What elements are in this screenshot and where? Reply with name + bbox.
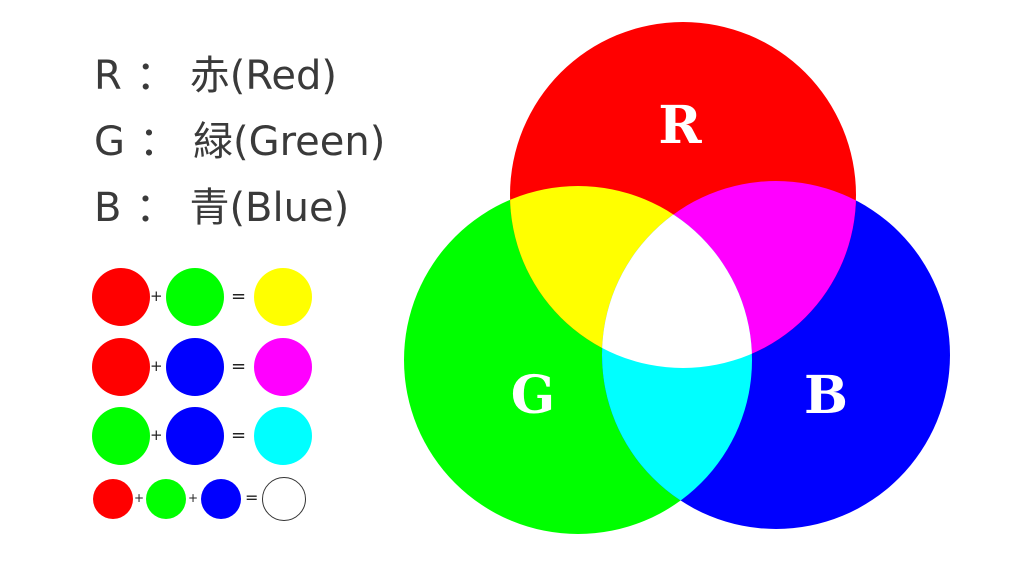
legend-line-red: R ： 赤(Red)	[94, 56, 337, 96]
equals-sign: =	[231, 356, 247, 377]
legend-key-b: B	[94, 185, 122, 231]
legend-colon: ：	[135, 53, 176, 99]
legend-desc-blue: 青(Blue)	[189, 185, 350, 231]
plus-sign: +	[150, 426, 163, 444]
venn-label-g: G	[511, 365, 555, 426]
color-dot-cyan	[254, 407, 312, 465]
legend-colon: ：	[135, 185, 176, 231]
color-dot-green	[146, 479, 186, 519]
legend-key-r: R	[94, 53, 122, 99]
legend-colon: ：	[139, 119, 179, 165]
plus-sign: +	[188, 491, 199, 505]
plus-sign: +	[150, 357, 163, 375]
legend-desc-red: 赤(Red)	[189, 53, 338, 99]
mix-row-red-green-blue: + + =	[92, 477, 332, 535]
mix-row-red-green: + =	[92, 268, 332, 326]
color-dot-blue	[166, 407, 224, 465]
legend-key-g: G	[94, 119, 125, 165]
mix-row-green-blue: + =	[92, 407, 332, 465]
plus-sign: +	[150, 287, 163, 305]
legend-desc-green: 緑(Green)	[193, 119, 386, 165]
venn-label-r: R	[658, 95, 702, 156]
color-dot-red	[92, 338, 150, 396]
color-dot-blue	[201, 479, 241, 519]
color-dot-green	[92, 407, 150, 465]
mix-row-red-blue: + =	[92, 338, 332, 396]
venn-overlap-white	[602, 186, 752, 368]
color-dot-yellow	[254, 268, 312, 326]
color-dot-magenta	[254, 338, 312, 396]
legend-line-blue: B ： 青(Blue)	[94, 188, 349, 228]
color-dot-red	[93, 479, 133, 519]
color-dot-blue	[166, 338, 224, 396]
equals-sign: =	[231, 425, 247, 446]
color-dot-red	[92, 268, 150, 326]
equals-sign: =	[231, 286, 247, 307]
legend-line-green: G ： 緑(Green)	[94, 122, 385, 162]
plus-sign: +	[134, 491, 145, 505]
equals-sign: =	[245, 488, 259, 507]
color-dot-green	[166, 268, 224, 326]
venn-label-b: B	[804, 365, 848, 426]
color-dot-white	[262, 477, 306, 521]
